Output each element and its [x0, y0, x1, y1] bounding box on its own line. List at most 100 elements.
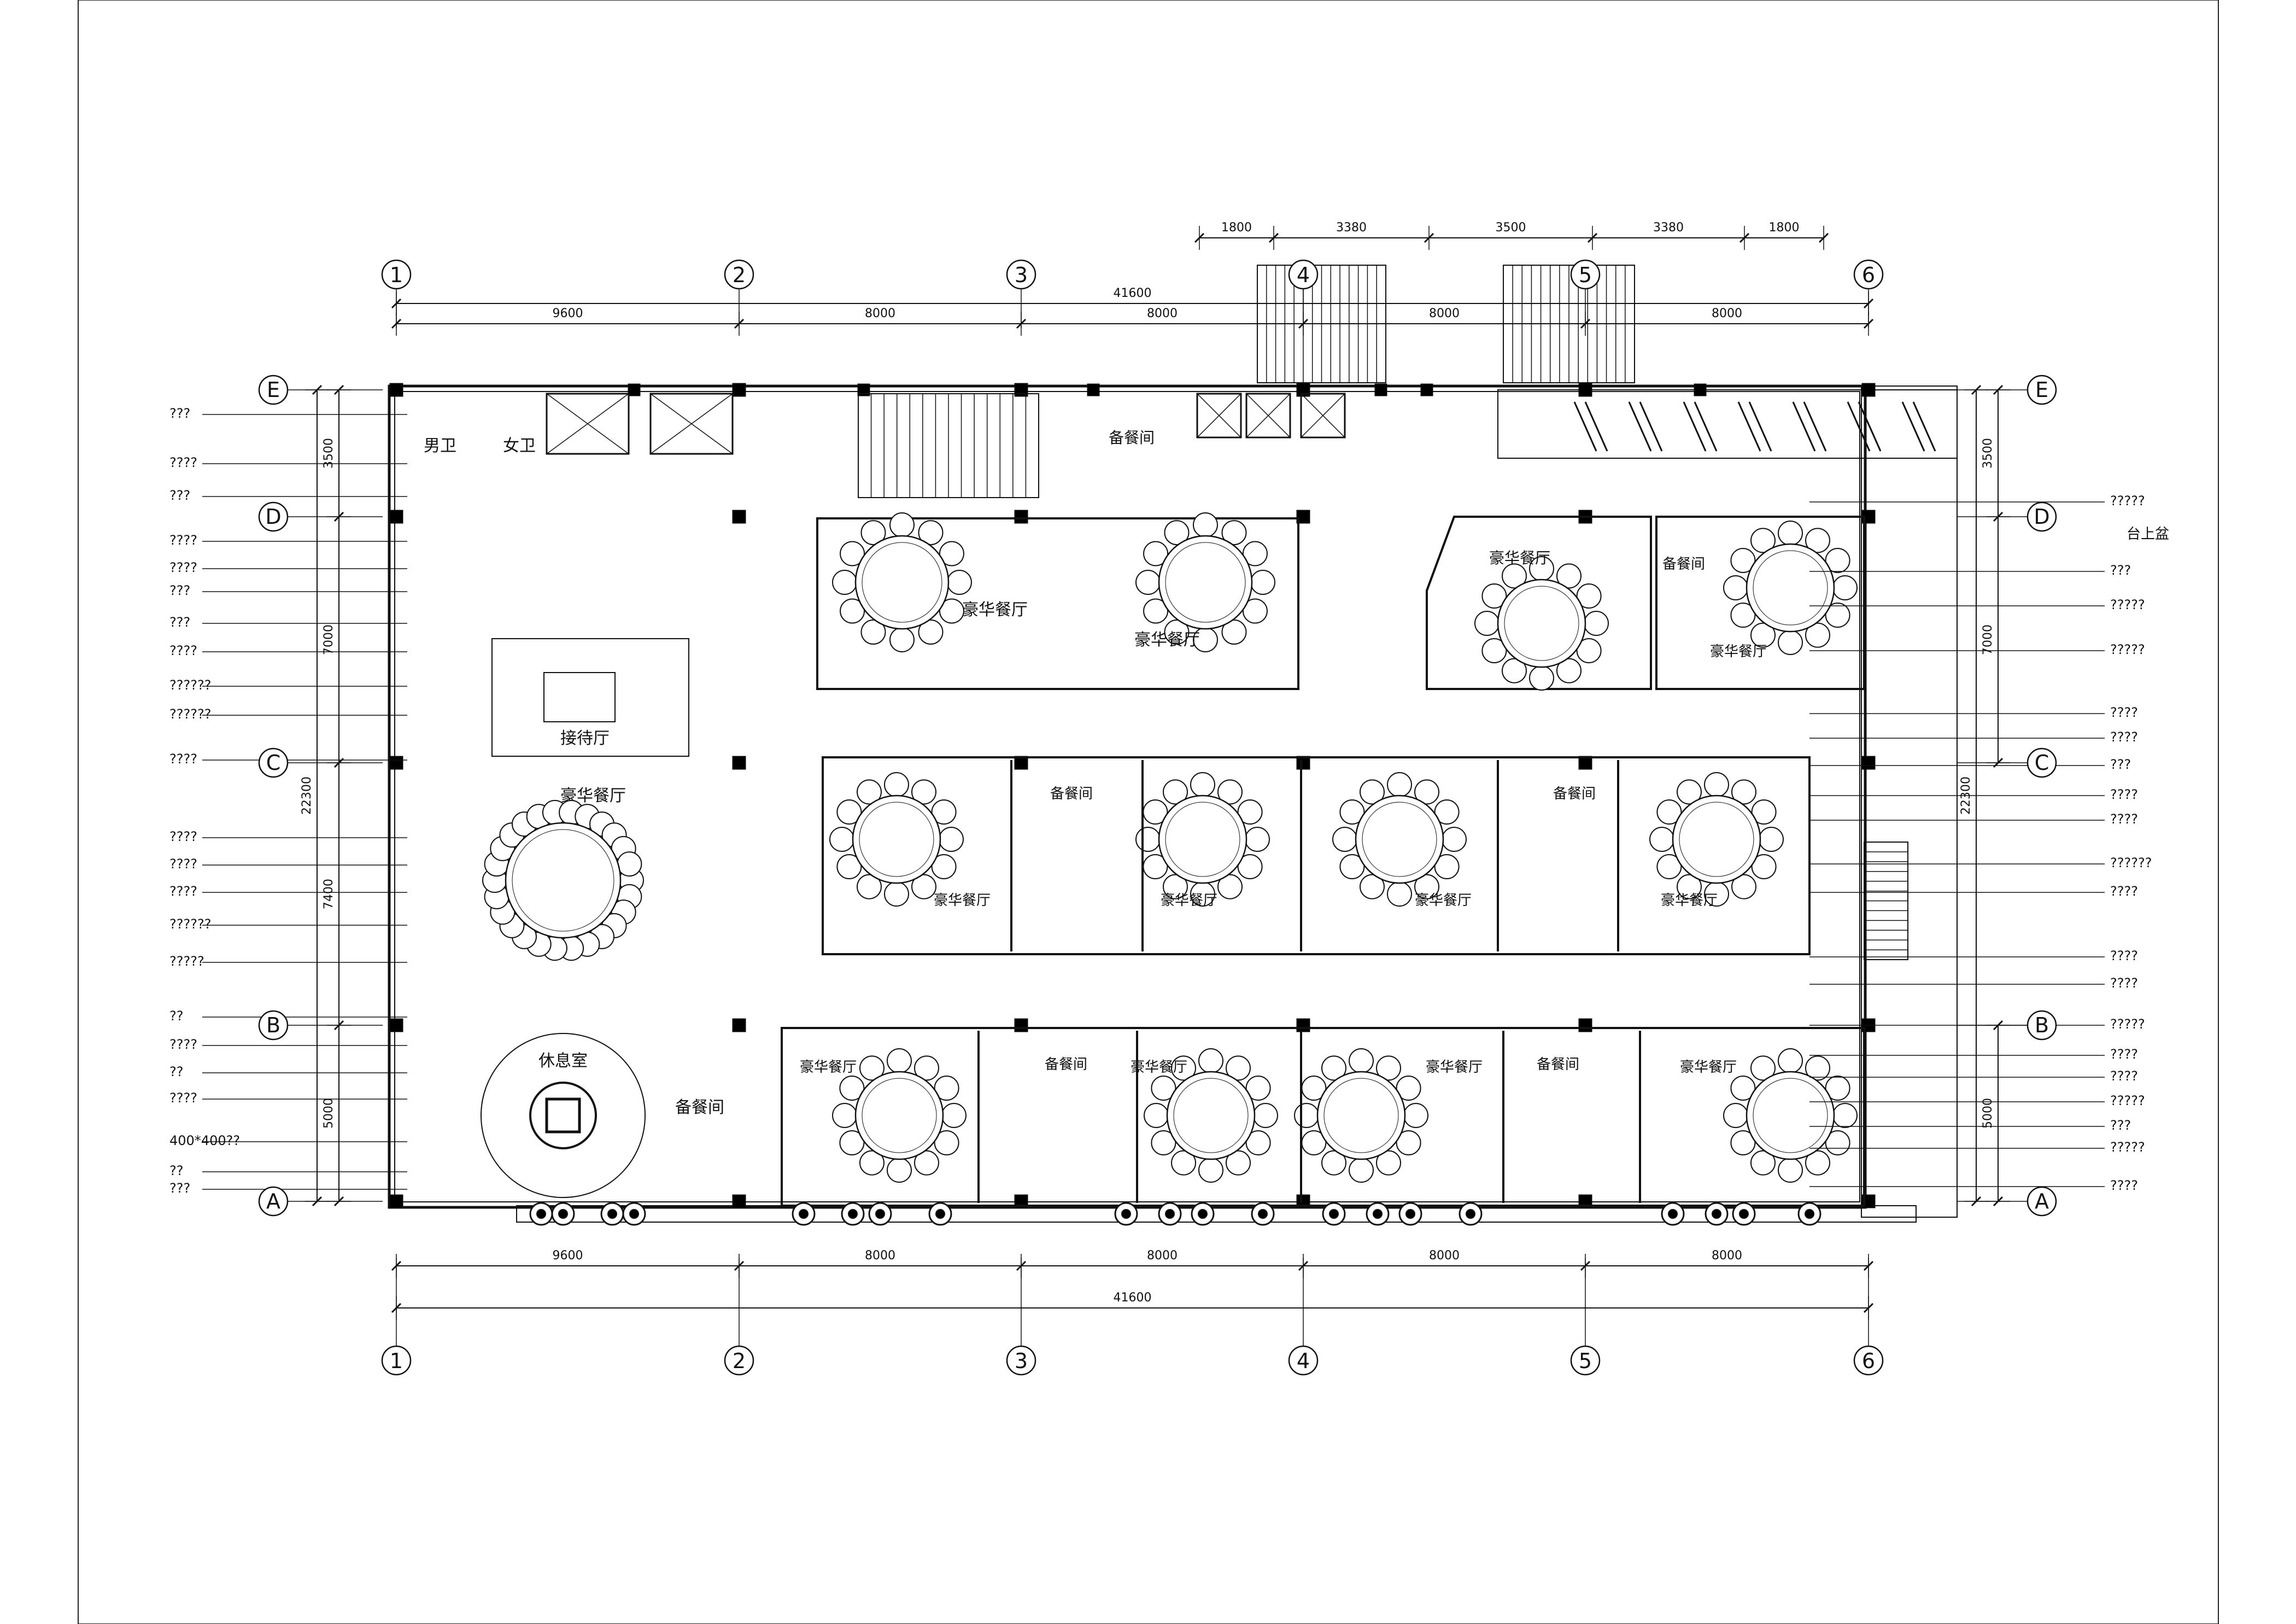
leader-label: ????	[2110, 884, 2138, 899]
top-dim-value: 9600	[553, 307, 583, 320]
round-table	[482, 799, 644, 961]
reception-dashed	[491, 638, 689, 757]
lazy-susan	[1679, 802, 1754, 877]
leader-label: ????	[169, 643, 197, 658]
chair	[1759, 827, 1784, 852]
room-label: 豪华餐厅	[962, 600, 1028, 620]
table-top	[1158, 535, 1253, 630]
east-annex	[1861, 385, 1958, 1218]
chair	[1825, 1076, 1850, 1101]
planter-core	[1405, 1209, 1415, 1219]
structural-column	[1578, 383, 1592, 397]
stair-dim-value: 1800	[1221, 221, 1252, 235]
room-label: 豪华餐厅	[1426, 1059, 1483, 1076]
axis-label-bottom: 3	[1015, 1349, 1028, 1373]
axis-label-top: 1	[390, 263, 403, 287]
axis-label-bottom: 4	[1297, 1349, 1310, 1373]
chair	[1481, 583, 1507, 609]
chair	[1349, 1048, 1374, 1073]
axis-label-left: A	[266, 1189, 280, 1213]
leader-label: ???	[2110, 1118, 2131, 1133]
planter-core	[1258, 1209, 1268, 1219]
leader-label: ????	[169, 751, 197, 767]
lazy-susan	[1165, 802, 1240, 877]
left-total-value: 22300	[300, 776, 314, 815]
middle-dining-block	[822, 756, 1811, 955]
bottom-dim-value: 8000	[1429, 1249, 1460, 1263]
top-dim-value: 8000	[1712, 307, 1742, 320]
room-label: 豪华餐厅	[1134, 630, 1200, 650]
chair	[1360, 874, 1385, 899]
leader-label: ????	[2110, 811, 2138, 827]
chair	[1778, 1048, 1803, 1073]
planter-core	[1739, 1209, 1749, 1219]
chair	[1750, 622, 1776, 648]
lazy-susan	[862, 542, 942, 623]
chair	[832, 570, 857, 595]
lounge-ring	[481, 1033, 646, 1198]
axis-label-left: D	[265, 505, 281, 529]
chair	[1332, 827, 1357, 852]
lazy-susan	[512, 829, 614, 932]
chair	[931, 854, 957, 879]
chair	[1396, 1130, 1421, 1155]
chair	[1677, 874, 1702, 899]
north-canopy	[1497, 389, 1958, 459]
axis-label-bottom: 5	[1579, 1349, 1592, 1373]
chair	[1825, 603, 1850, 628]
chair	[1731, 779, 1756, 805]
chair	[1135, 827, 1161, 852]
chair	[1556, 563, 1582, 589]
elevator-cross	[546, 393, 629, 454]
planter-core	[558, 1209, 568, 1219]
right-dim-value: 7000	[1981, 624, 1995, 655]
chair	[1226, 1150, 1251, 1176]
leader-label: ?????	[2110, 493, 2145, 509]
top-dim-value: 8000	[1147, 307, 1178, 320]
chair	[860, 520, 886, 546]
chair	[1221, 619, 1247, 645]
planter-core	[1668, 1209, 1678, 1219]
axis-label-left: C	[266, 751, 281, 775]
stair-dim-value: 3380	[1336, 221, 1367, 235]
leader-label: ????	[169, 533, 197, 548]
chair	[939, 827, 964, 852]
chair	[1339, 799, 1365, 825]
round-table	[829, 772, 964, 907]
planter-core	[1466, 1209, 1475, 1219]
chair	[1151, 1076, 1176, 1101]
sheet-frame	[78, 0, 2219, 1624]
structural-column	[389, 756, 403, 770]
chair	[1825, 548, 1850, 573]
structural-column	[389, 510, 403, 524]
leader-label: ????	[2110, 975, 2138, 991]
lounge-emblem	[529, 1082, 597, 1149]
planter-core	[629, 1209, 639, 1219]
chair	[1144, 1103, 1169, 1128]
chair	[859, 1055, 885, 1081]
walls	[388, 265, 1958, 1223]
axis-label-bottom: 6	[1862, 1349, 1875, 1373]
chair	[1832, 575, 1858, 600]
chair	[914, 1055, 939, 1081]
axis-label-bottom: 2	[733, 1349, 746, 1373]
chair	[1217, 779, 1243, 805]
chair	[1502, 563, 1527, 589]
round-table	[1723, 1048, 1858, 1183]
chair	[1245, 1076, 1271, 1101]
leader-label: ??	[169, 1064, 183, 1079]
stair-dim-value: 1800	[1769, 221, 1800, 235]
leader-label: ???	[169, 488, 190, 503]
bottom-dim-value: 8000	[1712, 1249, 1742, 1263]
leader-label: ????	[2110, 1047, 2138, 1062]
reception-table	[543, 672, 616, 722]
planter-core	[1373, 1209, 1383, 1219]
chair	[1584, 611, 1609, 636]
planter-core	[1805, 1209, 1814, 1219]
bottom-total-value: 41600	[1114, 1291, 1152, 1305]
room-label: 接待厅	[560, 729, 610, 748]
structural-column	[1296, 1018, 1310, 1032]
chair	[1198, 1048, 1223, 1073]
bottom-dim-value: 9600	[553, 1249, 583, 1263]
